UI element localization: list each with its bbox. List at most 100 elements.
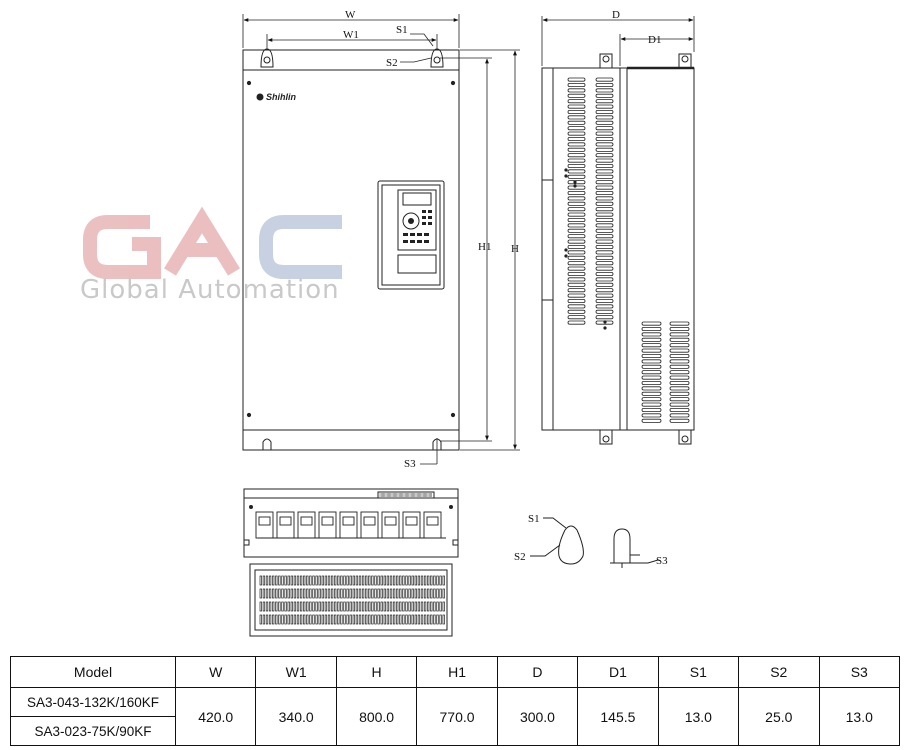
grill-slot bbox=[324, 601, 328, 612]
label-s1-detail: S1 bbox=[528, 513, 540, 525]
vent-slot bbox=[641, 337, 662, 342]
grill-slot bbox=[334, 575, 337, 586]
grill-slot bbox=[303, 575, 306, 586]
vent-slot bbox=[567, 147, 586, 152]
vent-slot bbox=[567, 234, 586, 239]
vent-slot bbox=[595, 228, 614, 233]
grill-slot bbox=[309, 588, 312, 599]
grill-slot bbox=[287, 614, 290, 625]
vent-dot bbox=[564, 254, 568, 258]
grill-slot bbox=[306, 614, 309, 625]
grill-slot bbox=[321, 588, 324, 599]
grill-slot bbox=[396, 575, 399, 586]
value-s2: 25.0 bbox=[738, 687, 820, 746]
grill-slot bbox=[439, 614, 442, 625]
label-s1-front: S1 bbox=[396, 24, 408, 36]
vent-slot bbox=[595, 266, 614, 271]
vent-slot bbox=[669, 337, 690, 342]
grill-slot bbox=[268, 614, 272, 625]
header-s3: S3 bbox=[818, 656, 900, 688]
side-view bbox=[541, 53, 695, 445]
grill-slot bbox=[389, 601, 393, 612]
grill-slot bbox=[423, 601, 427, 612]
label-d1: D1 bbox=[648, 34, 661, 46]
vent-slot bbox=[595, 207, 614, 212]
vent-slot bbox=[669, 364, 690, 369]
vent-slot bbox=[641, 332, 662, 337]
grill-slot bbox=[296, 614, 300, 625]
grill-slot bbox=[427, 588, 430, 599]
grill-slot bbox=[352, 614, 355, 625]
value-s3: 13.0 bbox=[818, 687, 900, 746]
grill-slot bbox=[287, 601, 290, 612]
grill-slot bbox=[262, 614, 266, 625]
vent-slot bbox=[595, 271, 614, 276]
grill-slot bbox=[343, 614, 346, 625]
vent-slot bbox=[567, 104, 586, 109]
grill-slot bbox=[408, 601, 411, 612]
grill-slot bbox=[361, 588, 365, 599]
grill-slot bbox=[275, 614, 278, 625]
grill-slot bbox=[411, 601, 414, 612]
grill-slot bbox=[361, 601, 365, 612]
grill-slot bbox=[312, 601, 315, 612]
vent-slot bbox=[669, 397, 690, 402]
vent-slot bbox=[669, 370, 690, 375]
grill-slot bbox=[309, 575, 312, 586]
vent-dot bbox=[603, 326, 607, 330]
grill-slot bbox=[343, 575, 346, 586]
vent-slot bbox=[567, 277, 586, 282]
grill-slot bbox=[290, 601, 293, 612]
grill-slot bbox=[374, 588, 377, 599]
vent-slot bbox=[567, 77, 586, 82]
grill-slot bbox=[365, 601, 368, 612]
header-model: Model bbox=[10, 656, 176, 688]
grill-slot bbox=[389, 614, 393, 625]
grill-slot bbox=[293, 614, 297, 625]
grill-slot bbox=[380, 588, 383, 599]
terminal-block bbox=[423, 511, 442, 539]
vent-slot bbox=[595, 115, 614, 120]
grill-slot bbox=[262, 575, 266, 586]
vent-slot bbox=[567, 315, 586, 320]
grill-slot bbox=[278, 601, 281, 612]
watermark-tagline: Global Automation bbox=[80, 275, 340, 305]
grill-slot bbox=[402, 601, 405, 612]
vent-slot bbox=[669, 326, 690, 331]
grill-slot bbox=[377, 601, 380, 612]
grill-slot bbox=[399, 601, 402, 612]
grill-slot bbox=[383, 614, 386, 625]
vent-slot bbox=[567, 110, 586, 115]
grill-slot bbox=[439, 575, 442, 586]
grill-slot bbox=[324, 575, 328, 586]
terminal-screw bbox=[300, 516, 313, 526]
grill-slot bbox=[284, 575, 287, 586]
grill-slot bbox=[420, 614, 424, 625]
grill-slot bbox=[265, 601, 269, 612]
grill-slot bbox=[299, 601, 303, 612]
vent-slot bbox=[567, 99, 586, 104]
grill-slot bbox=[337, 575, 340, 586]
grill-slot bbox=[346, 588, 349, 599]
grill-slot bbox=[371, 614, 374, 625]
grill-slot bbox=[389, 575, 393, 586]
vent-slot bbox=[669, 418, 690, 423]
vent-dot bbox=[603, 320, 607, 324]
vent-slot bbox=[595, 93, 614, 98]
grill-slot bbox=[355, 614, 359, 625]
grill-slot bbox=[439, 601, 442, 612]
watermark-logo bbox=[83, 206, 342, 279]
grill-slot bbox=[272, 601, 275, 612]
grill-slot bbox=[423, 575, 427, 586]
grill-slot bbox=[327, 601, 331, 612]
table-header-row: Model W W1 H H1 D D1 S1 S2 S3 bbox=[10, 656, 900, 688]
grill-slot bbox=[411, 575, 414, 586]
grill-slot bbox=[383, 601, 386, 612]
grill-slot bbox=[433, 601, 436, 612]
vent-slot bbox=[641, 370, 662, 375]
grill-slot bbox=[268, 588, 272, 599]
grill-slot bbox=[371, 601, 374, 612]
brand-label: Shihlin bbox=[266, 92, 296, 102]
label-h: H bbox=[511, 243, 519, 255]
vent-slot bbox=[669, 348, 690, 353]
